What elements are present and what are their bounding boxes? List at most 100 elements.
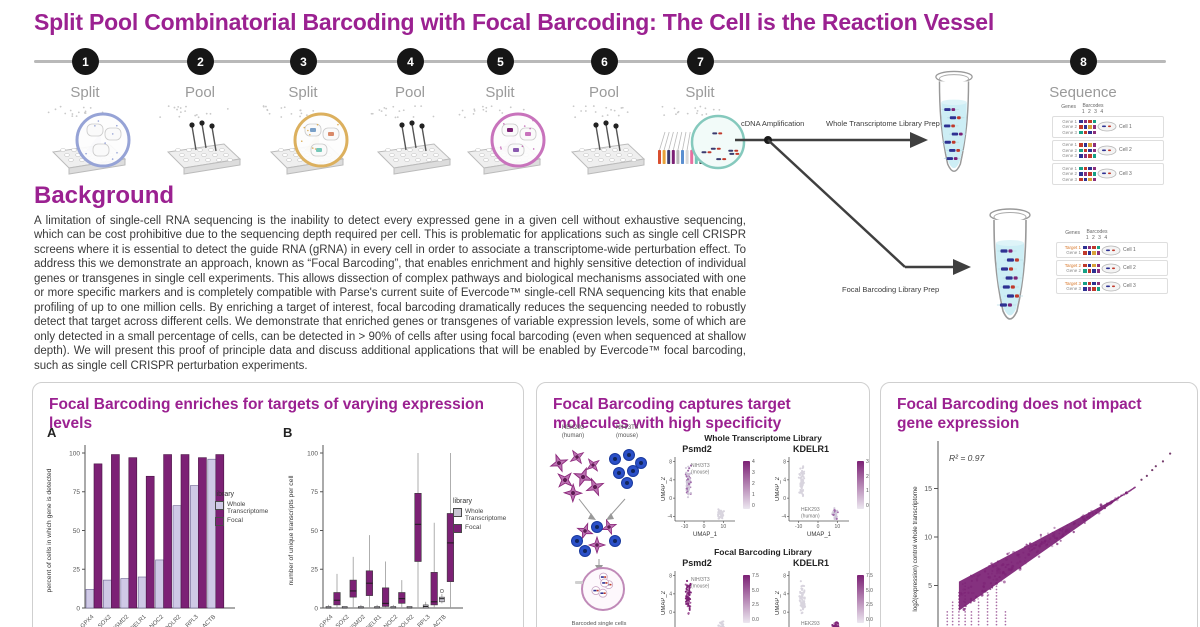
umap-cell-dot bbox=[685, 489, 688, 492]
centrifuge-tube-icon bbox=[935, 70, 973, 172]
umap-cell-dot bbox=[798, 595, 801, 598]
umap-gene-title: KDELR1 bbox=[792, 444, 829, 454]
colorbar-tick: 1 bbox=[752, 492, 755, 498]
nih3t3-cell bbox=[635, 457, 647, 469]
umap-cell-dot bbox=[688, 608, 691, 611]
svg-text:NIH/3T3: NIH/3T3 bbox=[616, 425, 639, 431]
step-circle-7: 7 bbox=[687, 48, 714, 75]
legend-item: Whole Transcriptome bbox=[453, 507, 523, 522]
boxplot-box bbox=[430, 572, 438, 606]
umap-cell-dot bbox=[686, 485, 689, 488]
svg-text:25: 25 bbox=[73, 567, 81, 574]
panel-expression-title: Focal Barcoding does not impact gene exp… bbox=[897, 396, 1142, 433]
umap-cell-dot bbox=[687, 469, 690, 472]
svg-text:UMAP_2: UMAP_2 bbox=[661, 590, 667, 615]
umap-cell-dot bbox=[685, 482, 688, 485]
legend-item: Whole Transcriptome bbox=[215, 500, 285, 515]
svg-text:(mouse): (mouse) bbox=[616, 433, 638, 439]
whole-transcriptome-prep-label: Whole Transcriptome Library Prep bbox=[826, 119, 940, 128]
svg-text:PSMD2: PSMD2 bbox=[348, 614, 367, 627]
svg-text:0: 0 bbox=[669, 610, 672, 616]
umap-cell-dot bbox=[688, 586, 691, 589]
umap-cell-dot bbox=[686, 473, 689, 477]
legend-label: Focal bbox=[465, 523, 481, 531]
umap-gene-title: KDELR1 bbox=[792, 558, 829, 568]
umap-cell-dot bbox=[689, 481, 692, 484]
well-plate-pipette-icon bbox=[570, 105, 646, 175]
umap-cell-dot bbox=[799, 483, 802, 486]
step-circle-8: 8 bbox=[1070, 48, 1097, 75]
svg-text:HEK293: HEK293 bbox=[801, 621, 820, 627]
svg-text:10: 10 bbox=[721, 524, 727, 530]
svg-text:POLR2: POLR2 bbox=[164, 614, 183, 627]
svg-text:-4: -4 bbox=[668, 514, 673, 520]
umap-cell-dot bbox=[689, 491, 692, 494]
svg-text:RPL3: RPL3 bbox=[185, 614, 200, 627]
umap-cell-dot bbox=[685, 602, 688, 605]
umap-cell-dot bbox=[802, 493, 805, 497]
chart-a-letter: A bbox=[47, 425, 57, 440]
umap-cell-dot bbox=[801, 611, 804, 614]
svg-text:0: 0 bbox=[669, 496, 672, 502]
cell-label: Cell 1 bbox=[1123, 247, 1136, 253]
svg-text:GPX4: GPX4 bbox=[319, 614, 335, 627]
svg-text:0: 0 bbox=[76, 605, 80, 612]
bar-whole-transcriptome bbox=[207, 458, 217, 609]
umap-group-header: Whole Transcriptome Library bbox=[704, 433, 822, 443]
svg-text:R² = 0.97: R² = 0.97 bbox=[949, 453, 984, 463]
colorbar-tick: 4 bbox=[752, 459, 755, 465]
umap-cell-dot bbox=[686, 598, 689, 601]
umap-cell-dot bbox=[685, 471, 688, 474]
svg-text:number of unique transcripts p: number of unique transcripts per cell bbox=[288, 475, 295, 585]
step-label-pool: Pool bbox=[184, 84, 216, 101]
boxplot-outlier bbox=[439, 588, 444, 593]
legend-label: Whole Transcriptome bbox=[465, 507, 507, 522]
barcode-strips-magnifier-icon bbox=[658, 105, 746, 170]
nih3t3-cell bbox=[627, 465, 639, 477]
legend-title: library bbox=[215, 491, 235, 498]
svg-text:15: 15 bbox=[924, 486, 932, 493]
step-label-split: Split bbox=[70, 84, 100, 101]
umap-group-header: Focal Barcoding Library bbox=[714, 547, 812, 557]
gene-barcode-line: Gene 1 bbox=[1055, 166, 1097, 172]
well-plate-magnifier-icon bbox=[47, 105, 131, 175]
umap-cell-dot bbox=[801, 478, 804, 481]
step-icon-pool bbox=[362, 102, 458, 182]
umap-cell-dot bbox=[689, 582, 692, 585]
umap-cell-dot bbox=[803, 477, 806, 480]
gene-barcode-line: Gene 2 bbox=[1055, 124, 1097, 130]
umap-cell-dot bbox=[688, 467, 691, 470]
step-circle-2: 2 bbox=[187, 48, 214, 75]
umap-cell-dot bbox=[800, 587, 803, 590]
umap-cell-dot bbox=[685, 579, 689, 583]
legend-item: Focal bbox=[215, 516, 285, 526]
colorbar-tick: 2.5 bbox=[866, 602, 873, 609]
svg-text:NIH/3T3: NIH/3T3 bbox=[691, 577, 710, 583]
hek293-cell bbox=[549, 453, 569, 473]
svg-text:-4: -4 bbox=[782, 514, 787, 520]
umap-cell-dot bbox=[800, 472, 803, 475]
umap-cell-dot bbox=[802, 584, 805, 587]
cell-label: Cell 3 bbox=[1123, 283, 1136, 289]
scatter-outlier bbox=[1145, 474, 1148, 477]
svg-text:KDELR1: KDELR1 bbox=[362, 614, 383, 627]
umap-gene-title: Psmd2 bbox=[682, 444, 712, 454]
umap-cell-dot bbox=[834, 514, 837, 517]
svg-text:percent of cells in which gene: percent of cells in which gene is detect… bbox=[46, 468, 53, 592]
hek293-cell bbox=[587, 535, 607, 555]
scatter-outlier bbox=[1169, 452, 1172, 455]
cell-label: Cell 2 bbox=[1119, 147, 1132, 154]
umap-cell-dot bbox=[800, 597, 803, 600]
umap-cell-dot bbox=[803, 603, 806, 606]
legend-swatch-focal bbox=[215, 516, 224, 526]
bar-focal bbox=[145, 475, 155, 609]
